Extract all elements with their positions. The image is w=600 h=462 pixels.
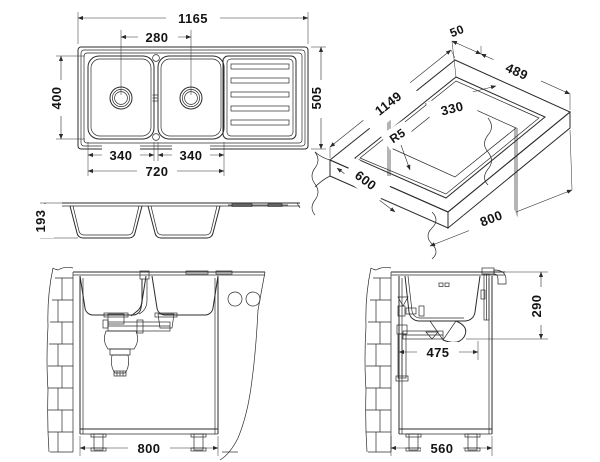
panel-break-curve <box>219 271 266 461</box>
dim-iso-489: 489 <box>480 48 571 110</box>
left-bowl-profile <box>69 205 143 239</box>
dim-side-290: 290 <box>466 271 550 340</box>
drainer-grooves <box>230 63 290 126</box>
tap-hole-lower <box>152 133 160 141</box>
dim-label-193: 193 <box>33 210 48 233</box>
view-install-front: 800 <box>46 266 266 461</box>
side-foot-right <box>464 433 481 452</box>
mixer-tap <box>480 267 507 321</box>
side-bowl-profile-inner <box>407 275 464 319</box>
dim-overall-width: 505 <box>309 46 330 150</box>
section-drainer <box>228 202 301 209</box>
pipe-hole-2 <box>245 291 261 307</box>
dim-bowl-widths: 340 340 <box>87 142 225 176</box>
view-front-section: 193 <box>33 202 301 239</box>
cabinet-foot-left <box>90 433 107 452</box>
install-left-bowl <box>79 275 147 316</box>
dim-iso-800: 800 <box>429 129 573 247</box>
dim-label-280: 280 <box>146 30 169 45</box>
break-join-left <box>314 151 331 161</box>
dim-label-505: 505 <box>309 87 324 110</box>
dim-iso-r5: R5 <box>380 119 414 171</box>
dim-label-290: 290 <box>529 295 544 318</box>
break-line-mid <box>484 117 492 186</box>
dim-label-1165: 1165 <box>178 11 208 26</box>
dim-iso-330: 330 <box>424 85 497 126</box>
dim-bowl-depth: 400 <box>49 55 85 140</box>
install-front-right-panel <box>219 271 266 461</box>
dim-label-400: 400 <box>49 87 64 110</box>
dim-overall-length: 1165 <box>77 8 309 44</box>
brick-wall-side <box>364 266 392 453</box>
cabinet-foot-right <box>190 433 207 452</box>
dim-label-330: 330 <box>439 98 465 118</box>
dim-label-340-left: 340 <box>110 148 133 163</box>
install-front-drainer <box>185 270 233 275</box>
pipe-hole-1 <box>227 291 243 307</box>
dim-side-560: 560 <box>390 436 493 456</box>
view-plan: 1165 280 400 505 <box>49 8 330 179</box>
wall-break-line <box>46 267 54 453</box>
view-isometric: 1149 50 489 330 R5 <box>311 22 573 260</box>
tap-hole-upper <box>152 54 160 62</box>
dim-iso-50: 50 <box>441 22 482 78</box>
plumbing-assembly-side <box>395 296 467 382</box>
side-foot-left <box>405 433 422 452</box>
wall-break-line-side <box>364 267 372 453</box>
install-right-bowl <box>151 275 219 316</box>
dim-front-800: 800 <box>79 436 219 456</box>
break-line-bottom <box>427 211 437 260</box>
brick-wall-front <box>46 266 74 453</box>
dim-iso-600: 600 <box>336 157 396 213</box>
dim-side-475: 475 <box>398 341 479 360</box>
left-bowl-profile-inner <box>72 205 140 236</box>
drainer-board <box>222 55 297 140</box>
right-bowl-profile <box>147 205 221 239</box>
dim-label-720: 720 <box>146 164 169 179</box>
dim-label-50: 50 <box>448 22 466 40</box>
dim-bowls-total: 720 <box>87 161 225 179</box>
dim-label-340-right: 340 <box>180 148 203 163</box>
dim-label-560: 560 <box>431 441 454 456</box>
dim-tap-offset: 280 <box>120 27 192 95</box>
overflow-slot <box>152 94 159 102</box>
dim-label-800-front: 800 <box>138 441 161 456</box>
dim-label-475: 475 <box>427 345 450 360</box>
plumbing-assembly-front <box>102 270 178 377</box>
break-join-left2 <box>314 175 331 188</box>
right-bowl-profile-inner <box>150 205 218 236</box>
side-overflow-mark <box>438 282 450 287</box>
dim-bowl-depth-193: 193 <box>33 202 78 239</box>
view-install-side: 290 475 560 <box>364 266 550 456</box>
break-line-left <box>311 151 319 216</box>
sink-rim-inner2 <box>83 52 303 144</box>
